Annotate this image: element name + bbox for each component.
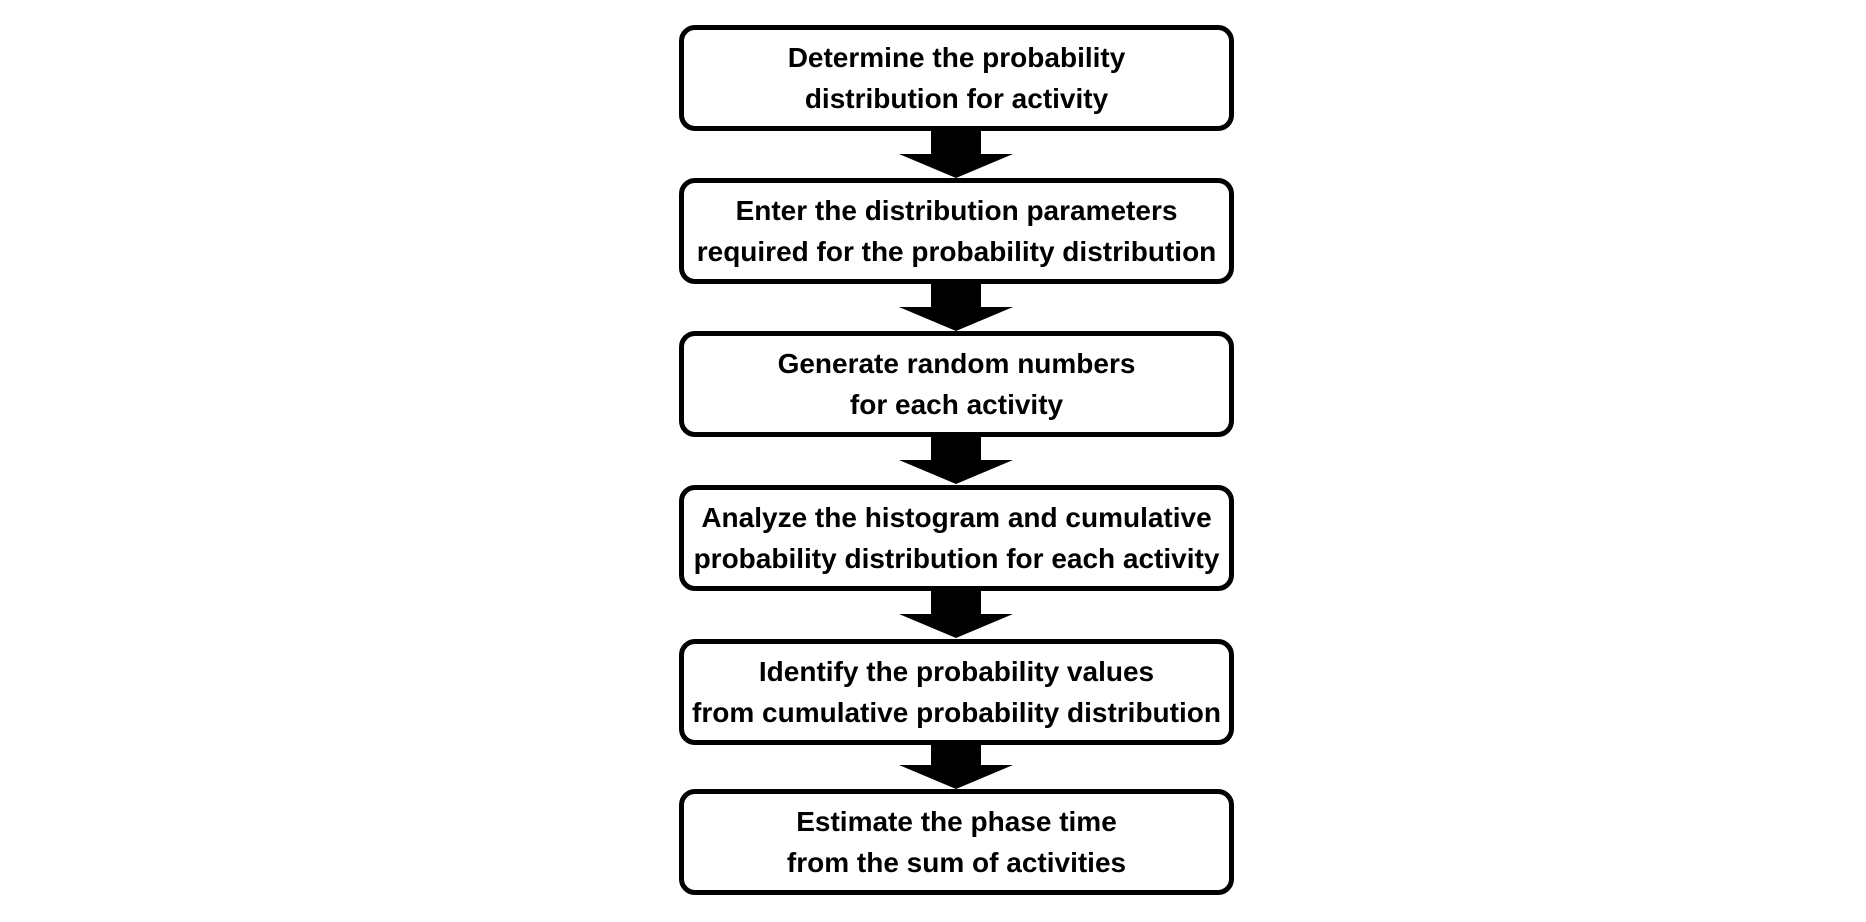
step-1-line-2: distribution for activity <box>804 83 1109 114</box>
step-2-line-1: Enter the distribution parameters <box>735 195 1178 226</box>
step-3-line-1: Generate random numbers <box>777 348 1136 379</box>
step-2-enter-parameters: Enter the distribution parameters requir… <box>679 178 1234 284</box>
step-3-line-2: for each activity <box>849 389 1064 420</box>
step-3-generate-random-numbers: Generate random numbers for each activit… <box>679 331 1234 437</box>
step-5-line-2: from cumulative probability distribution <box>692 697 1221 728</box>
down-arrow-icon <box>899 284 1013 331</box>
step-5-identify-probability-values: Identify the probability values from cum… <box>679 639 1234 745</box>
down-arrow-icon <box>899 591 1013 638</box>
step-4-line-1: Analyze the histogram and cumulative <box>701 502 1212 533</box>
down-arrow-shape <box>899 742 1013 789</box>
step-6-line-1: Estimate the phase time <box>796 806 1117 837</box>
down-arrow-icon <box>899 131 1013 178</box>
down-arrow-shape <box>899 437 1013 484</box>
down-arrow-shape <box>899 591 1013 638</box>
down-arrow-shape <box>899 284 1013 331</box>
step-1-line-1: Determine the probability <box>787 42 1126 73</box>
down-arrow-shape <box>899 131 1013 178</box>
step-5-line-1: Identify the probability values <box>758 656 1155 687</box>
down-arrow-icon <box>899 742 1013 789</box>
step-2-line-2: required for the probability distributio… <box>696 236 1217 267</box>
step-6-line-2: from the sum of activities <box>786 847 1127 878</box>
step-6-estimate-phase-time: Estimate the phase time from the sum of … <box>679 789 1234 895</box>
step-1-determine-distribution: Determine the probability distribution f… <box>679 25 1234 131</box>
step-4-line-2: probability distribution for each activi… <box>693 543 1220 574</box>
step-4-analyze-histogram: Analyze the histogram and cumulative pro… <box>679 485 1234 591</box>
down-arrow-icon <box>899 437 1013 484</box>
